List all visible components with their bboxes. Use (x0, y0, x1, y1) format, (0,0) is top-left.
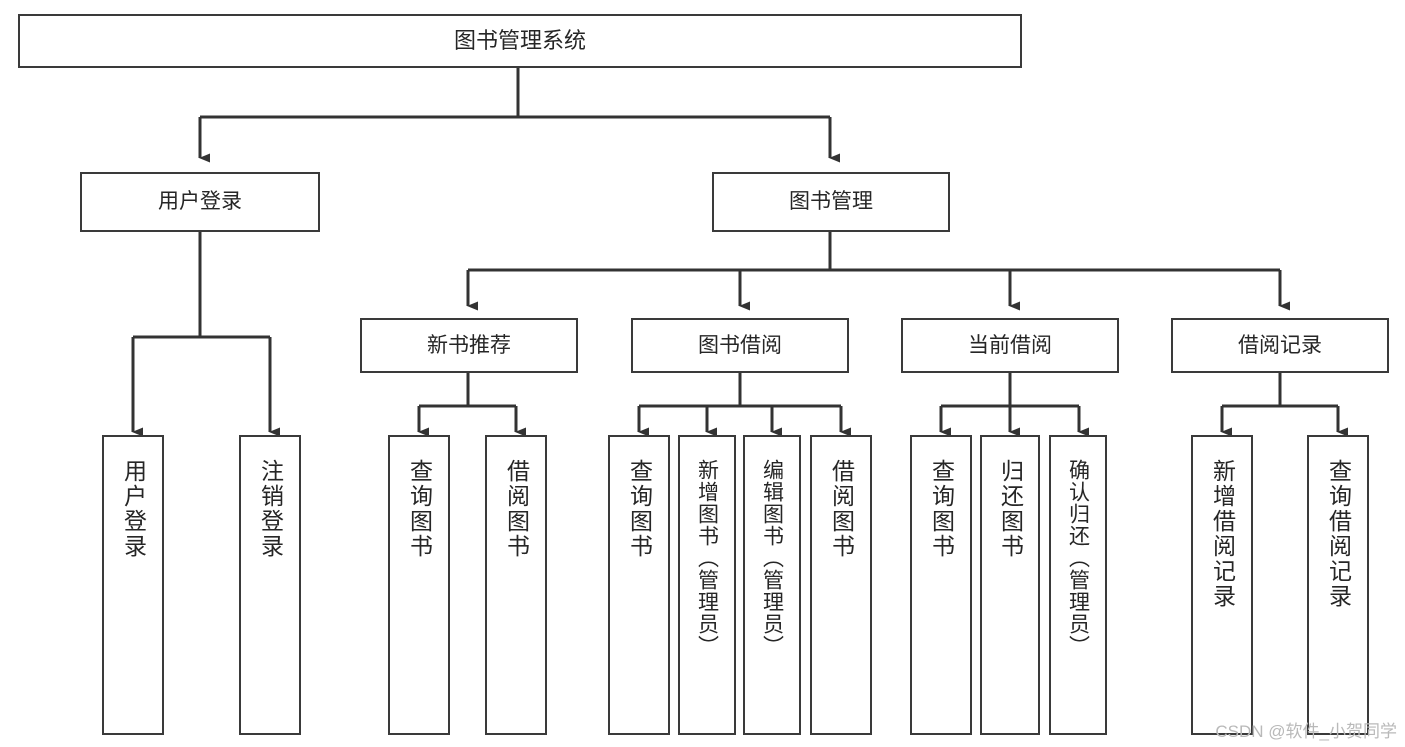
node-label: 查询图书 (626, 459, 653, 559)
node-label: 图书管理 (789, 190, 873, 214)
node-label: 查询图书 (928, 459, 955, 559)
node-label: 借阅图书 (828, 459, 855, 559)
node-label: 借阅图书 (503, 459, 530, 559)
leaf-borrow-book-newbook[interactable]: 借阅图书 (485, 435, 547, 735)
node-borrow-record[interactable]: 借阅记录 (1171, 318, 1389, 373)
node-book-management[interactable]: 图书管理 (712, 172, 950, 232)
node-label: 用户登录 (158, 190, 242, 214)
node-label: 新增图书（管理员） (695, 459, 719, 657)
node-label: 编辑图书（管理员） (760, 459, 784, 657)
node-label: 图书借阅 (698, 333, 782, 357)
node-label: 确认归还（管理员） (1066, 459, 1090, 657)
node-label: 当前借阅 (968, 333, 1052, 357)
node-user-login[interactable]: 用户登录 (80, 172, 320, 232)
node-label: 用户登录 (120, 459, 147, 559)
leaf-confirm-return-admin[interactable]: 确认归还（管理员） (1049, 435, 1107, 735)
node-root-system[interactable]: 图书管理系统 (18, 14, 1022, 68)
leaf-query-book-newbook[interactable]: 查询图书 (388, 435, 450, 735)
node-label: 新增借阅记录 (1209, 459, 1236, 609)
node-label: 注销登录 (257, 459, 284, 559)
node-label: 查询图书 (406, 459, 433, 559)
leaf-edit-book-admin[interactable]: 编辑图书（管理员） (743, 435, 801, 735)
leaf-add-borrow-record[interactable]: 新增借阅记录 (1191, 435, 1253, 735)
watermark-text: CSDN @软件_小贺同学 (1215, 722, 1397, 741)
node-new-book-recommend[interactable]: 新书推荐 (360, 318, 578, 373)
node-label: 新书推荐 (427, 333, 511, 357)
leaf-return-book[interactable]: 归还图书 (980, 435, 1040, 735)
node-label: 图书管理系统 (453, 27, 586, 53)
node-label: 归还图书 (997, 459, 1024, 559)
node-label: 借阅记录 (1238, 333, 1322, 357)
leaf-query-book-current[interactable]: 查询图书 (910, 435, 972, 735)
leaf-user-login[interactable]: 用户登录 (102, 435, 164, 735)
node-current-borrow[interactable]: 当前借阅 (901, 318, 1119, 373)
leaf-borrow-book-borrow[interactable]: 借阅图书 (810, 435, 872, 735)
leaf-query-book-borrow[interactable]: 查询图书 (608, 435, 670, 735)
node-book-borrow[interactable]: 图书借阅 (631, 318, 849, 373)
node-label: 查询借阅记录 (1325, 459, 1352, 609)
leaf-query-borrow-record[interactable]: 查询借阅记录 (1307, 435, 1369, 735)
leaf-add-book-admin[interactable]: 新增图书（管理员） (678, 435, 736, 735)
leaf-logout[interactable]: 注销登录 (239, 435, 301, 735)
